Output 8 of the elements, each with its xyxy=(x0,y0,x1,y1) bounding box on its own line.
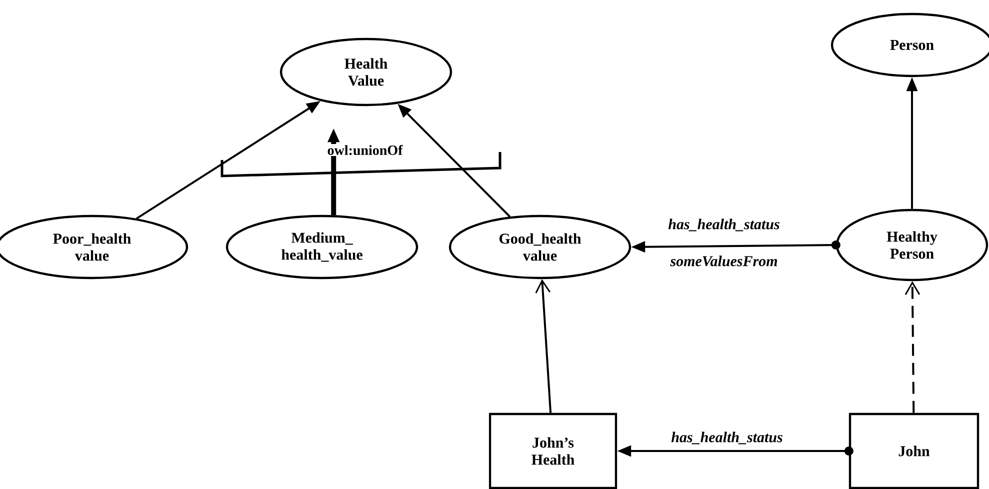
edge-label: has_health_status xyxy=(671,432,782,444)
arrow xyxy=(535,279,552,413)
instance-box: John xyxy=(848,412,980,489)
instance-box: John’s Health xyxy=(488,412,618,489)
arrow xyxy=(904,281,920,413)
restriction-label: someValuesFrom xyxy=(670,256,778,266)
bracket-label: owl:unionOf xyxy=(328,144,403,156)
edge-label: has_health_status xyxy=(668,218,780,232)
